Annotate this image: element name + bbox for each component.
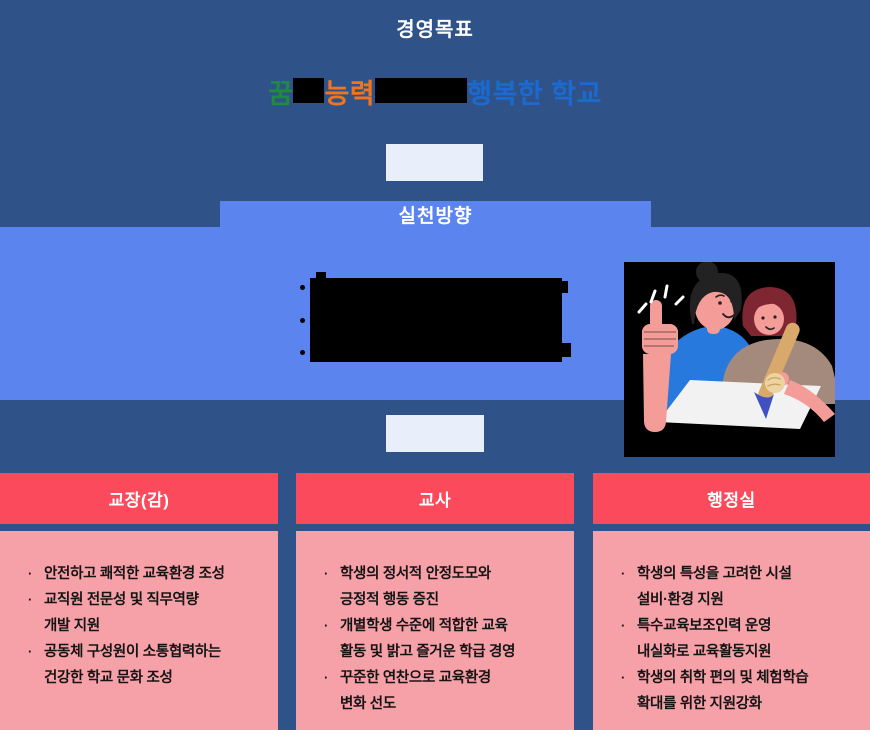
department-title: 교사 (418, 491, 452, 510)
department-title: 교장(감) (108, 491, 170, 510)
slogan-redacted-segment (375, 78, 468, 103)
slogan-word-dream: 꿈 (268, 79, 294, 109)
list-item-text: 개별학생 수준에 적합한 교육 활동 및 밝고 즐거운 학급 경영 (340, 618, 516, 660)
redacted-text-fragment (562, 281, 568, 293)
list-item: · 안전하고 쾌적한 교육환경 조성 (28, 561, 268, 587)
bullet-icon: · (28, 566, 33, 581)
list-item: · 공동체 구성원이 소통협력하는 건강한 학교 문화 조성 (28, 639, 268, 691)
connector-box-top (386, 144, 483, 181)
list-item: · 개별학생 수준에 적합한 교육 활동 및 밝고 즐거운 학급 경영 (324, 613, 564, 665)
bullet-icon: · (621, 618, 626, 633)
bullet-icon: · (324, 566, 329, 581)
department-header: 교사 (296, 473, 574, 524)
department-body: · 학생의 특성을 고려한 시설 설비·환경 지원 · 특수교육보조인력 운영 … (593, 531, 870, 730)
list-item-text: 꾸준한 연찬으로 교육환경 변화 선도 (340, 670, 491, 712)
bullet-icon: · (324, 670, 329, 685)
slogan-word-happy-school: 행복한 학교 (467, 79, 602, 109)
bullet-icon: · (621, 566, 626, 581)
department-header: 교장(감) (0, 473, 278, 524)
list-item-text: 안전하고 쾌적한 교육환경 조성 (44, 566, 225, 582)
list-item-text: 학생의 정서적 안정도모와 긍정적 행동 증진 (340, 566, 491, 608)
department-body: · 안전하고 쾌적한 교육환경 조성 · 교직원 전문성 및 직무역량 개발 지… (0, 531, 278, 730)
department-header: 행정실 (593, 473, 870, 524)
department-column-teacher: 교사 · 학생의 정서적 안정도모와 긍정적 행동 증진 · 개별학생 수준에 … (296, 473, 574, 730)
bullet-icon: · (621, 670, 626, 685)
redacted-text-fragment (316, 272, 326, 280)
action-direction-title: 실천방향 (398, 206, 473, 227)
school-slogan: 꿈 능력 행복한 학교 (0, 72, 870, 111)
action-items-redacted-block (310, 278, 562, 362)
slogan-word-ability: 능력 (324, 79, 376, 109)
list-item-text: 특수교육보조인력 운영 내실화로 교육활동지원 (637, 618, 772, 660)
bullet-icon: · (28, 592, 33, 607)
list-item: · 특수교육보조인력 운영 내실화로 교육활동지원 (621, 613, 860, 665)
teacher-student-illustration (624, 262, 835, 457)
list-item: · 교직원 전문성 및 직무역량 개발 지원 (28, 587, 268, 639)
sparkle-icon (637, 284, 685, 314)
department-column-admin-office: 행정실 · 학생의 특성을 고려한 시설 설비·환경 지원 · 특수교육보조인력… (593, 473, 870, 730)
list-item: · 학생의 정서적 안정도모와 긍정적 행동 증진 (324, 561, 564, 613)
list-item: · 꾸준한 연찬으로 교육환경 변화 선도 (324, 665, 564, 717)
bullet-icon: · (28, 644, 33, 659)
page-title: 경영목표 (396, 19, 474, 41)
action-bullet-dot (300, 285, 305, 290)
list-item-text: 학생의 특성을 고려한 시설 설비·환경 지원 (637, 566, 792, 608)
department-column-principal: 교장(감) · 안전하고 쾌적한 교육환경 조성 · 교직원 전문성 및 직무역… (0, 473, 278, 730)
department-body: · 학생의 정서적 안정도모와 긍정적 행동 증진 · 개별학생 수준에 적합한… (296, 531, 574, 730)
action-bullet-dot (300, 318, 305, 323)
list-item-text: 학생의 취학 편의 및 체험학습 확대를 위한 지원강화 (637, 670, 809, 712)
department-title: 행정실 (707, 491, 756, 510)
connector-box-bottom (386, 415, 484, 452)
action-bullet-dot (300, 350, 305, 355)
list-item-text: 교직원 전문성 및 직무역량 개발 지원 (44, 592, 199, 634)
bullet-icon: · (324, 618, 329, 633)
action-direction-tab: 실천방향 (220, 201, 651, 228)
list-item: · 학생의 특성을 고려한 시설 설비·환경 지원 (621, 561, 860, 613)
list-item-text: 공동체 구성원이 소통협력하는 건강한 학교 문화 조성 (44, 644, 221, 686)
redacted-text-fragment (562, 343, 571, 357)
slogan-redacted-segment (293, 78, 325, 103)
list-item: · 학생의 취학 편의 및 체험학습 확대를 위한 지원강화 (621, 665, 860, 717)
